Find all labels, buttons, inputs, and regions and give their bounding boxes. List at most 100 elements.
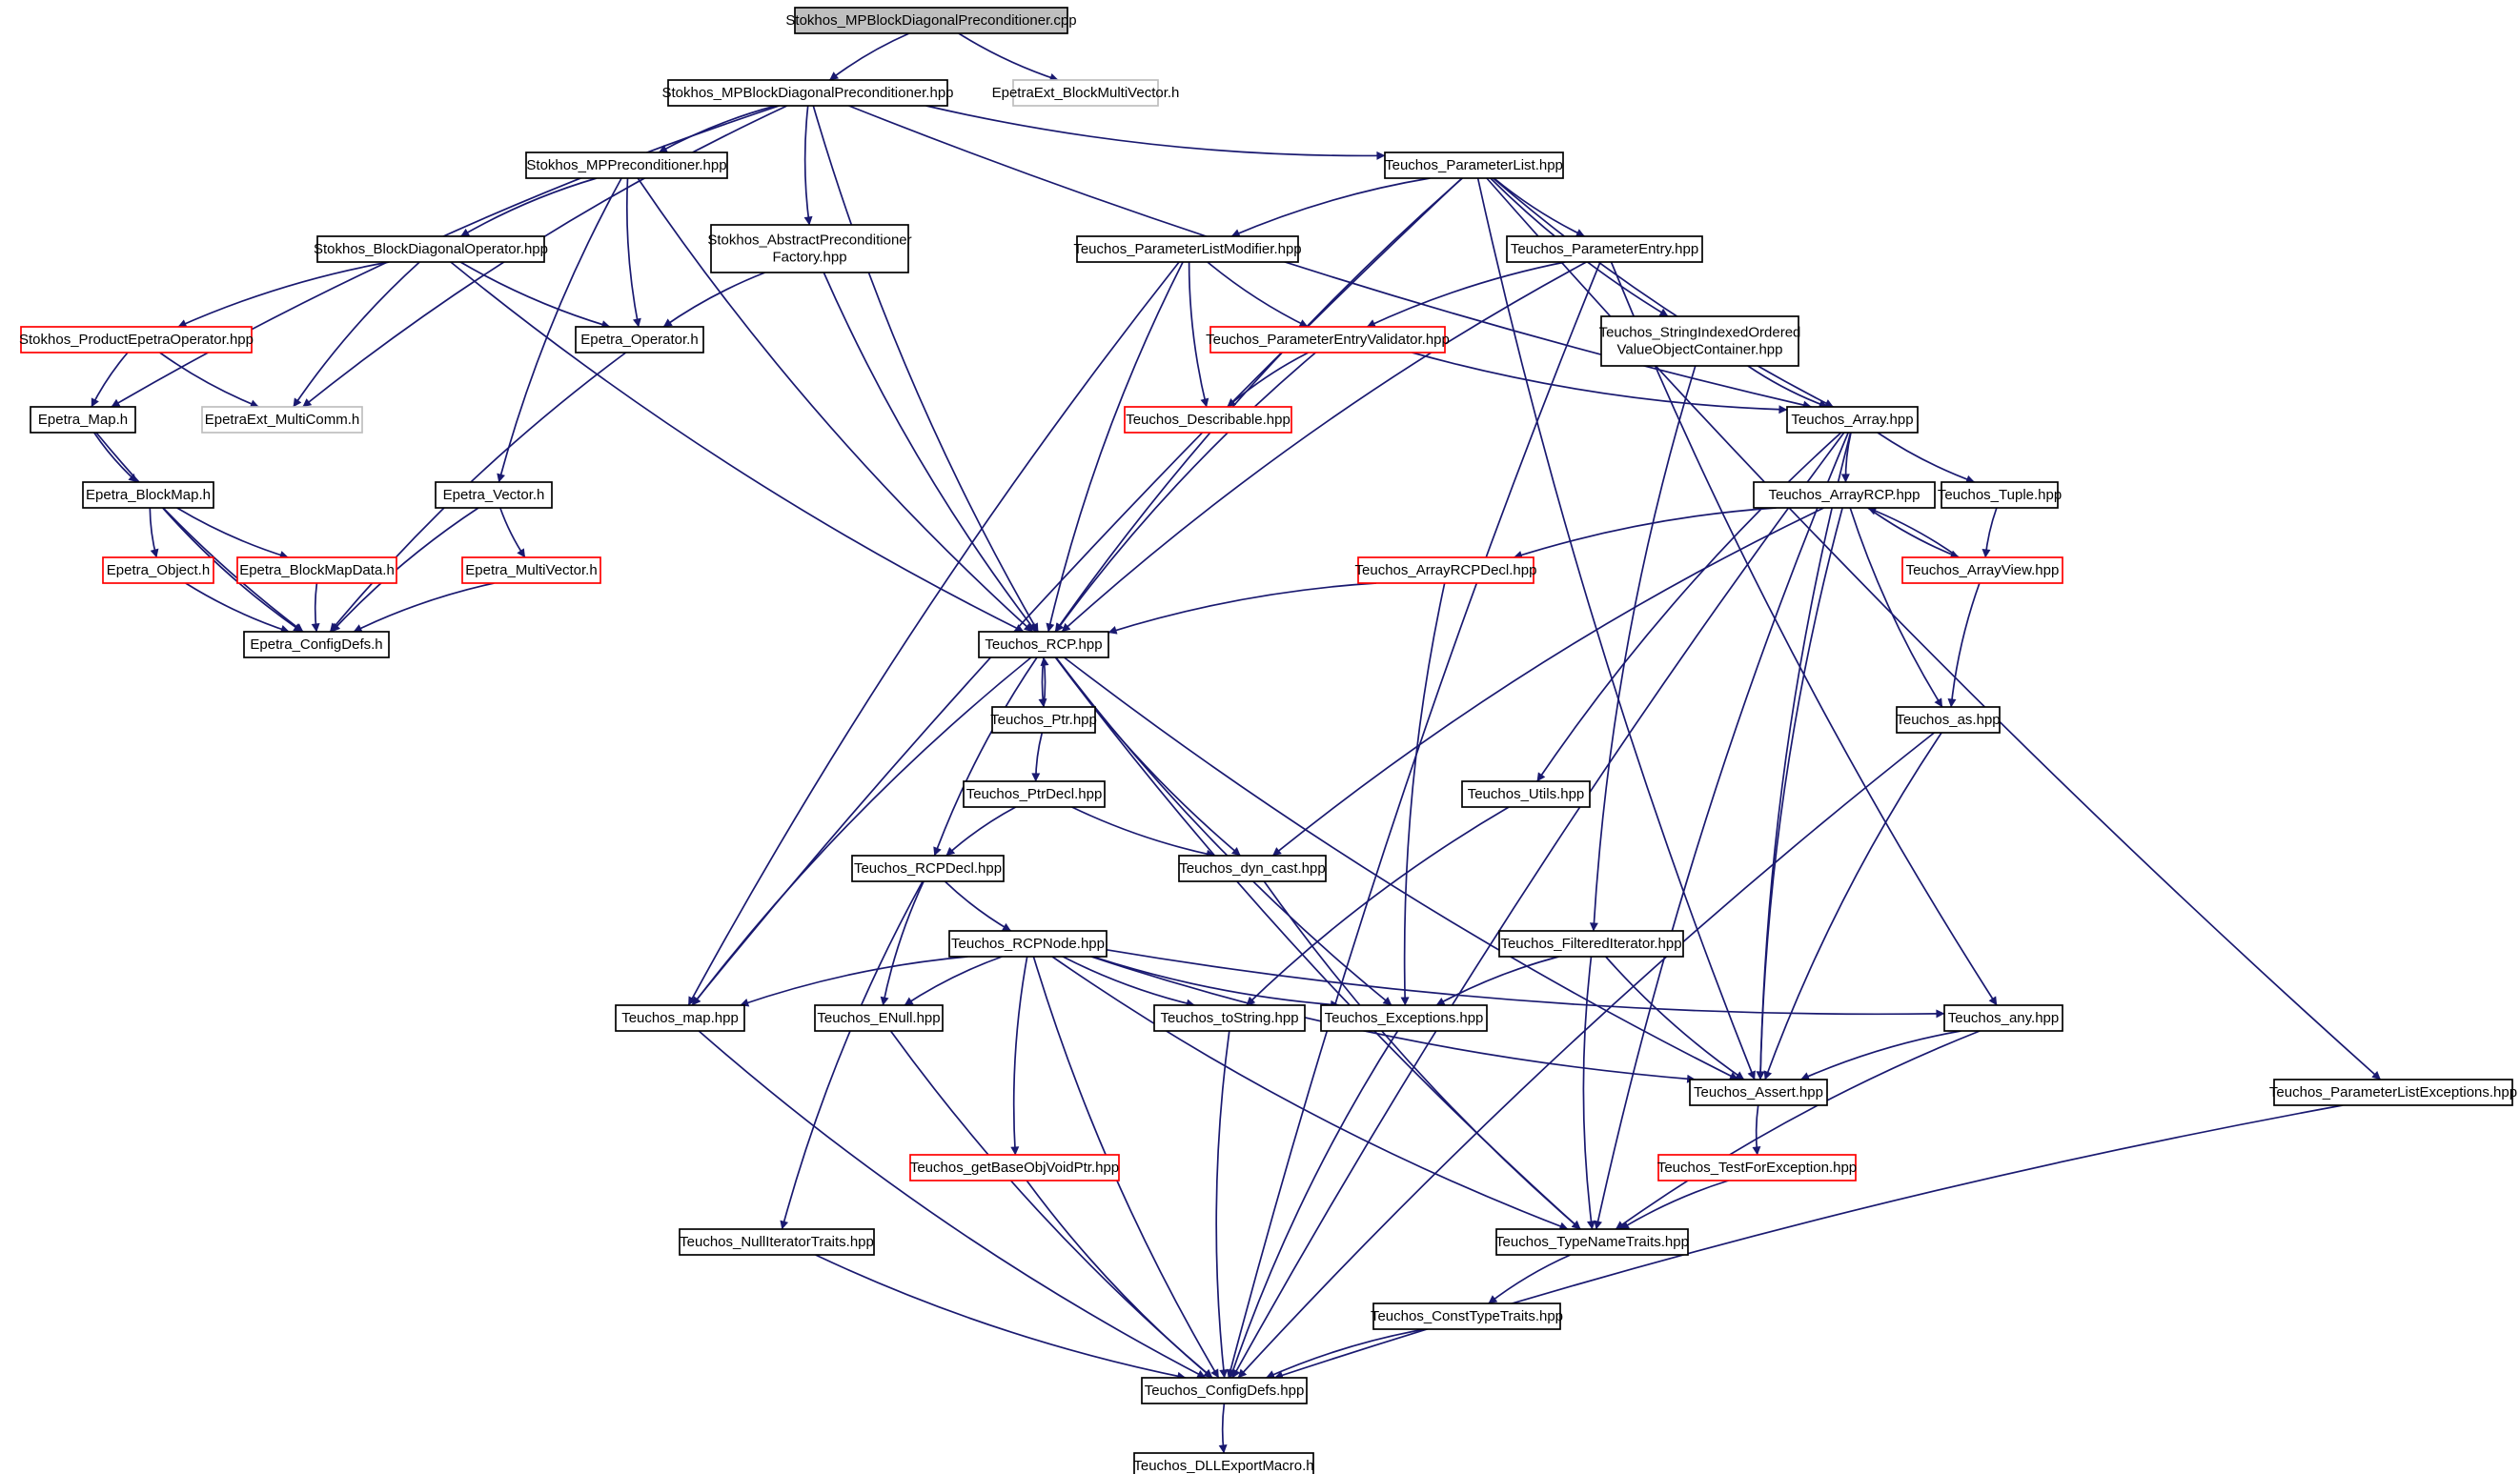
node-box bbox=[667, 79, 948, 107]
node-rcpdecl[interactable]: Teuchos_RCPDecl.hpp bbox=[851, 855, 1005, 882]
node-tostring[interactable]: Teuchos_toString.hpp bbox=[1153, 1004, 1306, 1032]
edge-evec-to-emv bbox=[498, 507, 526, 558]
edge-rcpnode-to-tostring bbox=[1062, 956, 1195, 1008]
node-root[interactable]: Stokhos_MPBlockDiagonalPreconditioner.cp… bbox=[785, 7, 1077, 34]
node-ptrdecl[interactable]: Teuchos_PtrDecl.hpp bbox=[963, 780, 1106, 808]
node-emap[interactable]: Epetra_Map.h bbox=[30, 406, 136, 434]
edge-any-to-assert bbox=[1800, 1030, 1961, 1080]
node-sioc[interactable]: Teuchos_StringIndexedOrderedValueObjectC… bbox=[1599, 315, 1801, 367]
node-dll[interactable]: Teuchos_DLLExportMacro.h bbox=[1133, 1452, 1314, 1474]
node-tconfig[interactable]: Teuchos_ConfigDefs.hpp bbox=[1141, 1377, 1308, 1404]
node-ctt[interactable]: Teuchos_ConstTypeTraits.hpp bbox=[1371, 1302, 1563, 1330]
node-emv[interactable]: Epetra_MultiVector.h bbox=[461, 556, 601, 584]
node-box bbox=[1320, 1004, 1488, 1032]
node-rcp[interactable]: Teuchos_RCP.hpp bbox=[978, 631, 1109, 658]
node-array[interactable]: Teuchos_Array.hpp bbox=[1786, 406, 1919, 434]
node-box bbox=[2273, 1079, 2513, 1106]
edge-plist-to-plmod bbox=[1230, 177, 1431, 237]
node-eobj[interactable]: Epetra_Object.h bbox=[102, 556, 214, 584]
node-multicomm[interactable]: EpetraExt_MultiComm.h bbox=[201, 406, 363, 434]
node-pentry[interactable]: Teuchos_ParameterEntry.hpp bbox=[1506, 235, 1703, 263]
edge-pev-to-describ bbox=[1227, 352, 1310, 408]
node-tmap[interactable]: Teuchos_map.hpp bbox=[615, 1004, 745, 1032]
node-arcpdecl[interactable]: Teuchos_ArrayRCPDecl.hpp bbox=[1355, 556, 1537, 584]
edge-mpbdp-to-rcp bbox=[812, 105, 1039, 633]
node-box bbox=[1600, 315, 1799, 367]
node-econfig[interactable]: Epetra_ConfigDefs.h bbox=[243, 631, 390, 658]
node-evec[interactable]: Epetra_Vector.h bbox=[435, 481, 553, 509]
edge-enull-to-tconfig bbox=[889, 1030, 1213, 1379]
node-aview[interactable]: Teuchos_ArrayView.hpp bbox=[1901, 556, 2063, 584]
node-box bbox=[991, 706, 1096, 734]
edge-rcpdecl-to-nit bbox=[780, 880, 924, 1230]
node-label: Teuchos_RCPNode.hpp bbox=[951, 936, 1105, 952]
node-any[interactable]: Teuchos_any.hpp bbox=[1943, 1004, 2063, 1032]
node-label: Teuchos_DLLExportMacro.h bbox=[1133, 1458, 1313, 1474]
edge-emap-to-econfig bbox=[95, 432, 304, 633]
node-label: Teuchos_map.hpp bbox=[621, 1010, 739, 1026]
node-label: Teuchos_Exceptions.hpp bbox=[1325, 1010, 1484, 1026]
edge-pentry-to-tconfig bbox=[1226, 261, 1601, 1379]
node-absprec[interactable]: Stokhos_AbstractPreconditionerFactory.hp… bbox=[707, 224, 912, 273]
node-assert[interactable]: Teuchos_Assert.hpp bbox=[1689, 1079, 1828, 1106]
node-bmv[interactable]: EpetraExt_BlockMultiVector.h bbox=[992, 79, 1180, 107]
node-eop[interactable]: Epetra_Operator.h bbox=[575, 326, 704, 353]
node-label: Teuchos_ConstTypeTraits.hpp bbox=[1371, 1308, 1563, 1324]
edge-tas-to-tconfig bbox=[1237, 732, 1935, 1379]
edge-arcpdecl-to-exc bbox=[1400, 582, 1446, 1006]
node-filtit[interactable]: Teuchos_FilteredIterator.hpp bbox=[1498, 930, 1684, 958]
node-nit[interactable]: Teuchos_NullIteratorTraits.hpp bbox=[679, 1228, 875, 1256]
edge-rcp-to-rcpdecl bbox=[933, 656, 1038, 857]
edge-bdo-to-rcp bbox=[450, 261, 1025, 633]
node-tas[interactable]: Teuchos_as.hpp bbox=[1896, 706, 2001, 734]
node-label: Epetra_Map.h bbox=[38, 412, 128, 428]
node-box bbox=[1384, 151, 1564, 179]
edge-ptr-to-ptrdecl bbox=[1031, 732, 1044, 782]
edge-mpbdp-to-array bbox=[848, 105, 1812, 410]
node-getbase[interactable]: Teuchos_getBaseObjVoidPtr.hpp bbox=[909, 1154, 1120, 1181]
node-label: Teuchos_PtrDecl.hpp bbox=[966, 786, 1103, 802]
node-ebmap[interactable]: Epetra_BlockMap.h bbox=[82, 481, 214, 509]
node-mpprec[interactable]: Stokhos_MPPreconditioner.hpp bbox=[525, 151, 728, 179]
node-label: Teuchos_ParameterListExceptions.hpp bbox=[2269, 1084, 2517, 1100]
node-plmod[interactable]: Teuchos_ParameterListModifier.hpp bbox=[1073, 235, 1302, 263]
node-prodop[interactable]: Stokhos_ProductEpetraOperator.hpp bbox=[19, 326, 254, 353]
node-label: Stokhos_MPPreconditioner.hpp bbox=[526, 157, 726, 173]
node-tuple[interactable]: Teuchos_Tuple.hpp bbox=[1938, 481, 2062, 509]
node-ptr[interactable]: Teuchos_Ptr.hpp bbox=[990, 706, 1097, 734]
node-ebmapdata[interactable]: Epetra_BlockMapData.h bbox=[236, 556, 397, 584]
edge-filtit-to-tnt bbox=[1582, 956, 1595, 1230]
edge-root-to-mpbdp bbox=[828, 32, 910, 81]
edge-tmap-to-tconfig bbox=[698, 1030, 1207, 1379]
edge-plmod-to-pev bbox=[1207, 261, 1309, 328]
node-utils[interactable]: Teuchos_Utils.hpp bbox=[1461, 780, 1591, 808]
node-box bbox=[1689, 1079, 1828, 1106]
node-rcpnode[interactable]: Teuchos_RCPNode.hpp bbox=[948, 930, 1108, 958]
node-exc[interactable]: Teuchos_Exceptions.hpp bbox=[1320, 1004, 1488, 1032]
edge-dyncast-to-tnt bbox=[1263, 880, 1581, 1230]
node-arcp[interactable]: Teuchos_ArrayRCP.hpp bbox=[1753, 481, 1936, 509]
node-dyncast[interactable]: Teuchos_dyn_cast.hpp bbox=[1178, 855, 1327, 882]
edge-rcpnode-to-tnt bbox=[1051, 956, 1569, 1231]
node-enull[interactable]: Teuchos_ENull.hpp bbox=[814, 1004, 944, 1032]
edge-array-to-tconfig bbox=[1231, 432, 1845, 1379]
node-box bbox=[525, 151, 728, 179]
edge-emap-to-ebmap bbox=[92, 432, 138, 483]
node-label: Epetra_Vector.h bbox=[443, 487, 545, 503]
node-plist[interactable]: Teuchos_ParameterList.hpp bbox=[1384, 151, 1564, 179]
edge-sioc-to-filtit bbox=[1589, 365, 1697, 932]
node-tfe[interactable]: Teuchos_TestForException.hpp bbox=[1657, 1154, 1857, 1181]
node-label: EpetraExt_BlockMultiVector.h bbox=[992, 85, 1180, 101]
node-describ[interactable]: Teuchos_Describable.hpp bbox=[1124, 406, 1292, 434]
node-tnt[interactable]: Teuchos_TypeNameTraits.hpp bbox=[1495, 1228, 1689, 1256]
node-box bbox=[679, 1228, 875, 1256]
node-mpbdp[interactable]: Stokhos_MPBlockDiagonalPreconditioner.hp… bbox=[661, 79, 954, 107]
node-plexc[interactable]: Teuchos_ParameterListExceptions.hpp bbox=[2269, 1079, 2517, 1106]
node-box bbox=[1141, 1377, 1308, 1404]
edge-array-to-tnt bbox=[1594, 432, 1849, 1230]
node-box bbox=[1786, 406, 1919, 434]
edge-rcpnode-to-tmap bbox=[740, 956, 968, 1007]
node-bdo[interactable]: Stokhos_BlockDiagonalOperator.hpp bbox=[314, 235, 548, 263]
node-pev[interactable]: Teuchos_ParameterEntryValidator.hpp bbox=[1206, 326, 1450, 353]
